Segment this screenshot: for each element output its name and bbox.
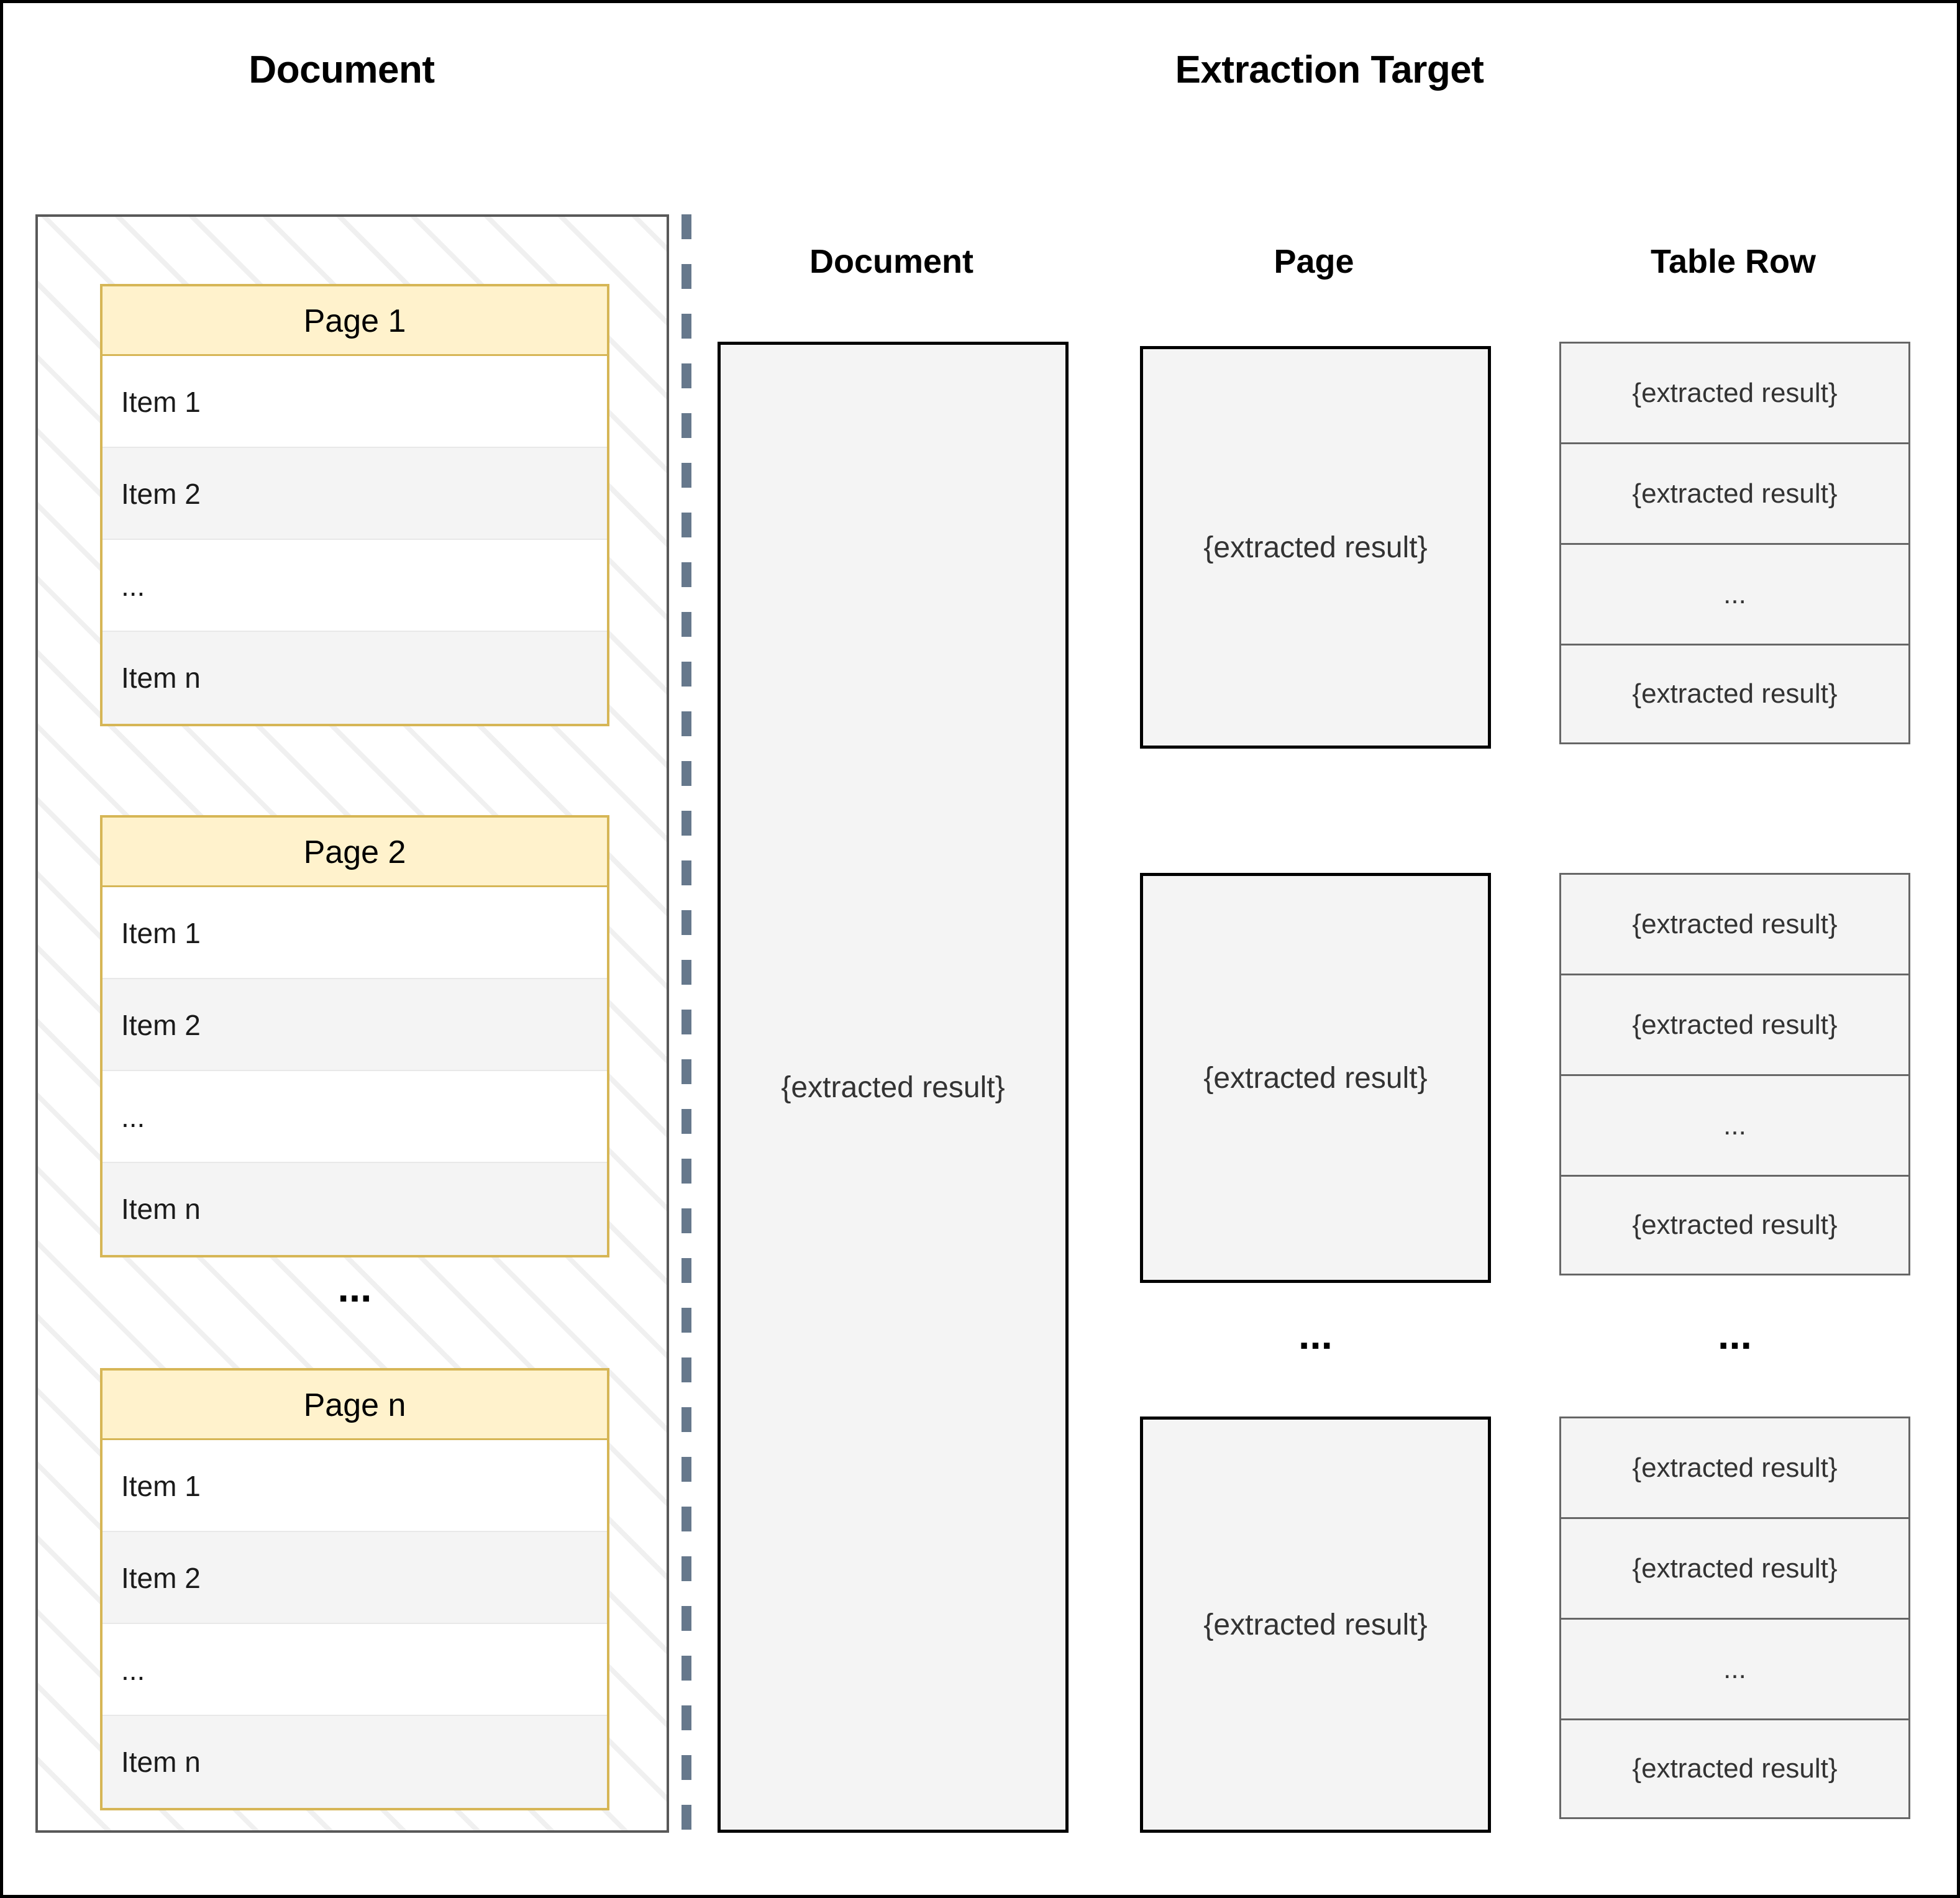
page-item: Item n — [103, 1163, 607, 1255]
page-result-box: {extracted result} — [1140, 1417, 1491, 1833]
table-row-cell: {extracted result} — [1559, 1718, 1910, 1819]
page-column-ellipsis: ... — [1298, 1312, 1333, 1357]
page-card-header: Page 1 — [103, 286, 607, 356]
page-item: Item 2 — [103, 979, 607, 1071]
document-container: Page 1 Item 1 Item 2 ... Item n Page 2 I… — [35, 214, 669, 1833]
table-row-group: {extracted result} {extracted result} ..… — [1559, 342, 1910, 744]
table-row-cell: {extracted result} — [1559, 644, 1910, 744]
page-sequence-ellipsis: ... — [337, 1264, 372, 1310]
page-card-header: Page n — [103, 1371, 607, 1440]
table-row-cell: {extracted result} — [1559, 342, 1910, 442]
page-result-box: {extracted result} — [1140, 873, 1491, 1283]
page-card-items: Item 1 Item 2 ... Item n — [103, 887, 607, 1255]
document-result-box: {extracted result} — [718, 342, 1069, 1833]
page-item: Item 1 — [103, 887, 607, 979]
page-item-ellipsis: ... — [103, 1071, 607, 1163]
table-row-cell-ellipsis: ... — [1559, 543, 1910, 644]
table-row-cell: {extracted result} — [1559, 873, 1910, 974]
page-card-header: Page 2 — [103, 818, 607, 887]
page-item: Item 1 — [103, 1440, 607, 1532]
page-card: Page 2 Item 1 Item 2 ... Item n — [100, 815, 609, 1257]
vertical-dashed-divider — [681, 214, 691, 1833]
page-title-document: Document — [248, 48, 435, 91]
page-item: Item 2 — [103, 1532, 607, 1624]
table-row-cell: {extracted result} — [1559, 1417, 1910, 1517]
table-row-group: {extracted result} {extracted result} ..… — [1559, 1417, 1910, 1819]
page-item: Item 2 — [103, 448, 607, 540]
page-item: Item n — [103, 632, 607, 724]
page-item-ellipsis: ... — [103, 1624, 607, 1716]
page-card: Page 1 Item 1 Item 2 ... Item n — [100, 284, 609, 726]
column-title-table-row: Table Row — [1650, 243, 1816, 280]
page-card: Page n Item 1 Item 2 ... Item n — [100, 1368, 609, 1810]
page-item: Item n — [103, 1716, 607, 1808]
table-row-cell: {extracted result} — [1559, 1175, 1910, 1275]
column-title-document: Document — [809, 243, 973, 280]
table-row-cell: {extracted result} — [1559, 974, 1910, 1074]
page-item: Item 1 — [103, 356, 607, 448]
table-row-group: {extracted result} {extracted result} ..… — [1559, 873, 1910, 1275]
table-row-cell-ellipsis: ... — [1559, 1618, 1910, 1718]
table-row-column-ellipsis: ... — [1717, 1312, 1752, 1357]
page-card-items: Item 1 Item 2 ... Item n — [103, 356, 607, 724]
table-row-cell-ellipsis: ... — [1559, 1074, 1910, 1175]
table-row-cell: {extracted result} — [1559, 442, 1910, 543]
page-item-ellipsis: ... — [103, 540, 607, 632]
page-card-items: Item 1 Item 2 ... Item n — [103, 1440, 607, 1808]
column-title-page: Page — [1274, 243, 1354, 280]
table-row-cell: {extracted result} — [1559, 1517, 1910, 1618]
page-title-extraction-target: Extraction Target — [1175, 48, 1484, 91]
page-result-box: {extracted result} — [1140, 346, 1491, 749]
